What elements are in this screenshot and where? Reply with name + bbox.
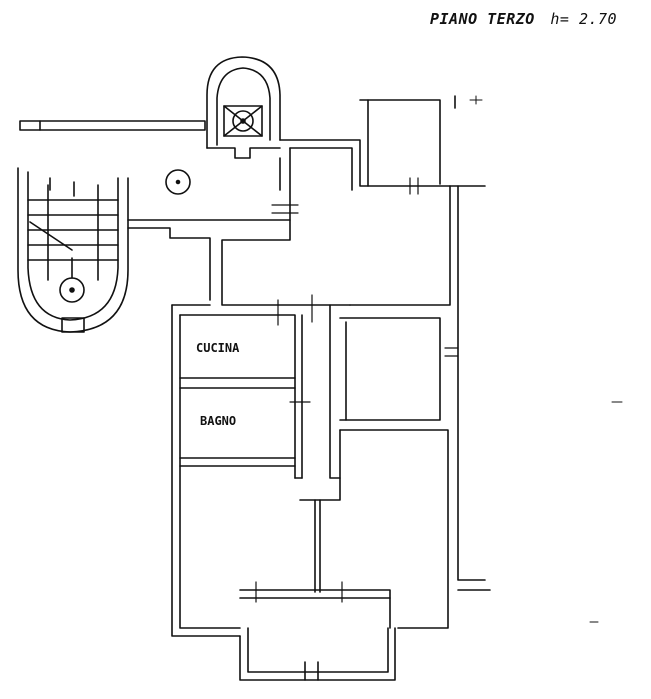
bottom-balcony	[239, 589, 396, 681]
balcony-rail	[19, 120, 206, 131]
exterior-walls	[221, 95, 491, 591]
openings	[255, 177, 459, 603]
room-label-bathroom: BAGNO	[200, 414, 237, 428]
lift-tower	[206, 56, 281, 159]
tick-marks	[469, 95, 623, 623]
room-label-kitchen: CUCINA	[196, 341, 240, 355]
plan-title: PIANO TERZO h= 2.70	[430, 10, 617, 28]
interior-walls	[171, 304, 303, 637]
staircase	[17, 167, 129, 333]
corridor-walls	[299, 304, 449, 629]
floor-name: PIANO TERZO	[430, 10, 535, 28]
landing-walls	[127, 169, 291, 301]
height-label: h= 2.70	[550, 10, 618, 28]
